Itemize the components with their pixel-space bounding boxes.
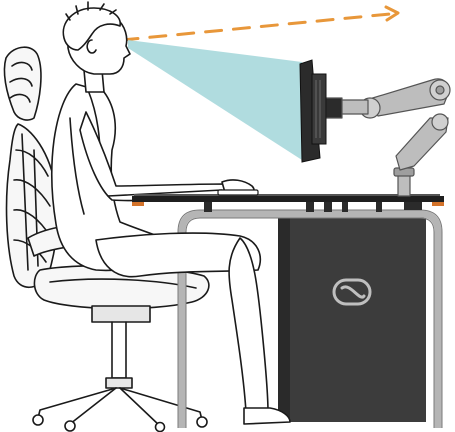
desk-top	[132, 194, 444, 206]
gaze-arrow	[120, 5, 400, 42]
arrow-right-icon	[384, 5, 400, 22]
desk-fittings	[204, 200, 422, 212]
desk-frame	[178, 210, 442, 428]
keyboard	[217, 189, 259, 196]
monitor	[299, 59, 327, 163]
person	[51, 1, 291, 425]
logo-icon	[332, 278, 372, 306]
view-cone	[128, 40, 302, 160]
monitor-arm	[325, 78, 451, 197]
desk-tower	[278, 214, 426, 422]
